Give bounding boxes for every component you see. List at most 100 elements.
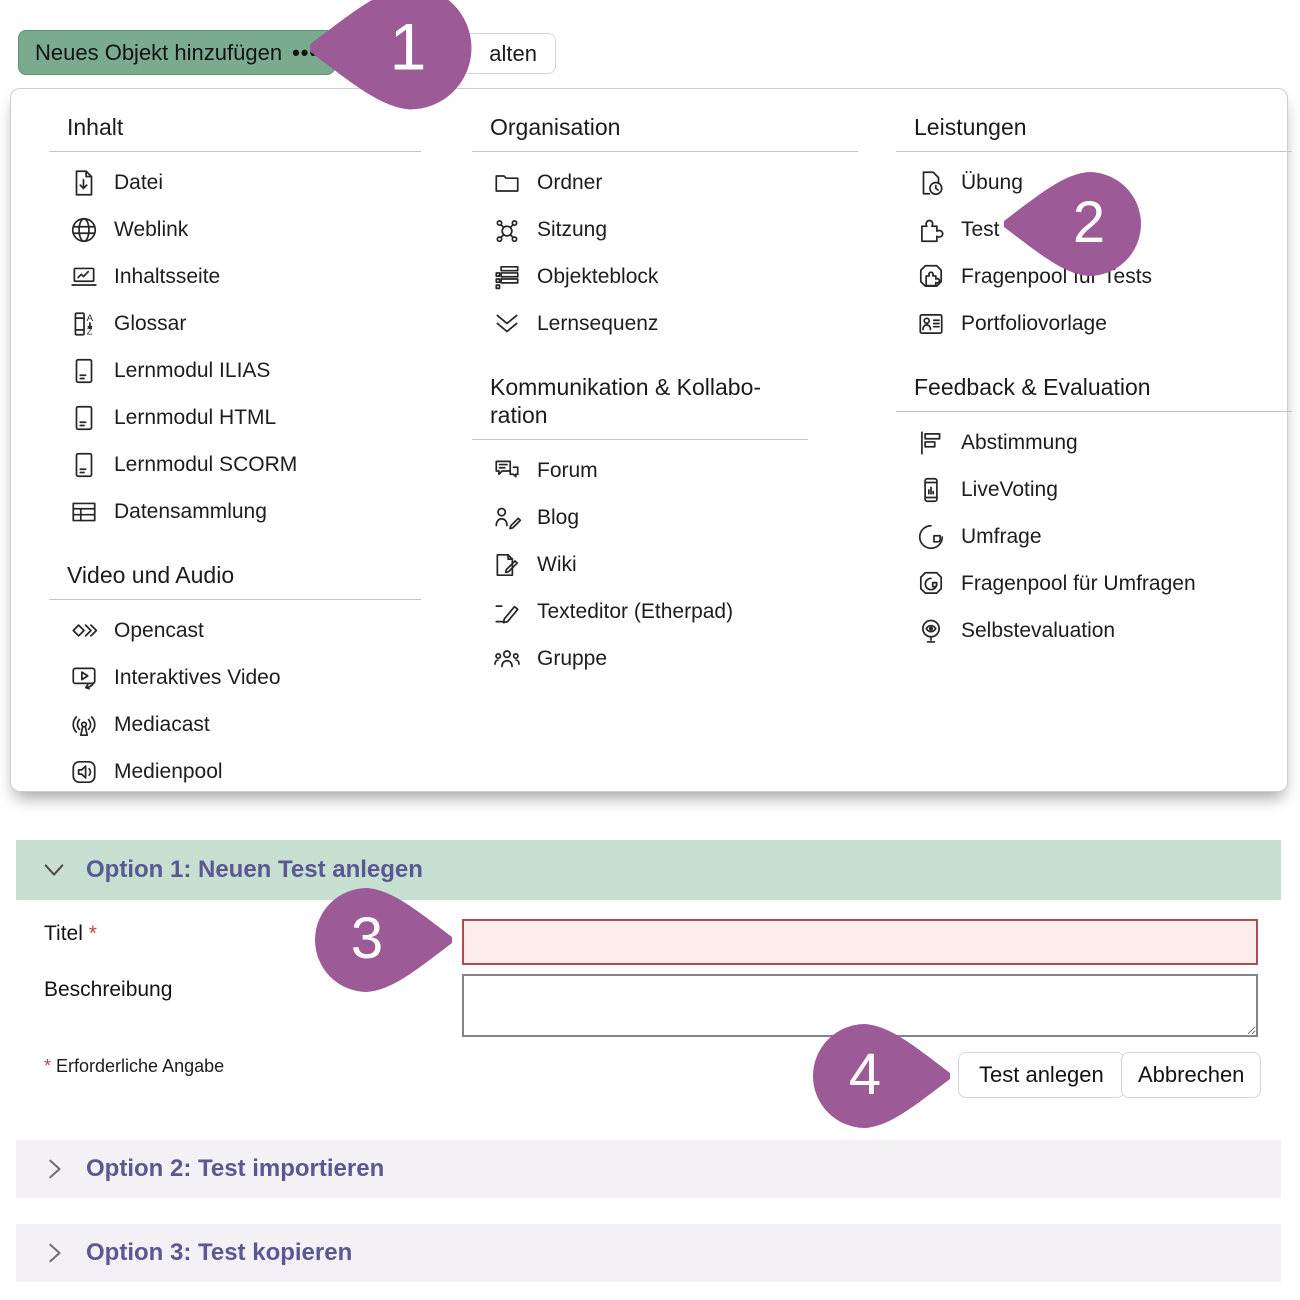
wiki-icon — [492, 550, 522, 580]
chevron-right-icon — [49, 1243, 61, 1263]
chevron-down-icon — [44, 864, 64, 876]
cancel-button[interactable]: Abbrechen — [1121, 1052, 1262, 1098]
chevron-right-icon — [49, 1159, 61, 1179]
accordion-option1-header[interactable]: Option 1: Neuen Test anlegen — [16, 840, 1281, 900]
texteditor-icon — [492, 597, 522, 627]
title-field-label: Titel * — [44, 922, 97, 945]
menu-item-label: Mediacast — [114, 712, 210, 736]
add-object-button[interactable]: Neues Objekt hinzufügen ••• — [18, 30, 336, 75]
menu-item-datei[interactable]: Datei — [69, 159, 421, 206]
accordion-option1-title: Option 1: Neuen Test anlegen — [86, 856, 423, 883]
callout-marker-4: 4 — [810, 1021, 950, 1131]
data-collection-icon — [69, 497, 99, 527]
session-icon — [492, 215, 522, 245]
create-test-button[interactable]: Test anlegen — [958, 1052, 1125, 1098]
menu-item-label: Datei — [114, 170, 164, 194]
menu-item-blog[interactable]: Blog — [492, 494, 858, 541]
menu-item-lernsequenz[interactable]: Lernsequenz — [492, 300, 858, 347]
learning-sequence-icon — [492, 309, 522, 339]
menu-item-forum[interactable]: Forum — [492, 447, 858, 494]
menu-item-inhaltsseite[interactable]: Inhaltsseite — [69, 253, 421, 300]
menu-item-selbstevaluation[interactable]: Selbstevaluation — [916, 607, 1292, 654]
secondary-toolbar-button[interactable]: alten — [368, 33, 556, 74]
menu-item-label: Inhaltsseite — [114, 264, 221, 288]
menu-item-medienpool[interactable]: Medienpool — [69, 748, 421, 795]
menu-item-sitzung[interactable]: Sitzung — [492, 206, 858, 253]
file-icon — [69, 168, 99, 198]
menu-item-texteditor-etherpad[interactable]: Texteditor (Etherpad) — [492, 588, 858, 635]
callout-marker-3: 3 — [312, 885, 452, 995]
required-field-note: * Erforderliche Angabe — [44, 1056, 225, 1076]
accordion-option2-title: Option 2: Test importieren — [86, 1155, 385, 1182]
menu-item-label: Lernmodul ILIAS — [114, 358, 271, 382]
learning-module-icon — [69, 356, 99, 386]
menu-item-label: Übung — [961, 170, 1023, 194]
menu-item-label: Test — [961, 217, 1000, 241]
forum-icon — [492, 456, 522, 486]
menu-item-gruppe[interactable]: Gruppe — [492, 635, 858, 682]
menu-item-label: LiveVoting — [961, 477, 1058, 501]
menu-item-label: Medienpool — [114, 759, 223, 783]
mediacast-icon — [69, 710, 99, 740]
menu-item-ubung[interactable]: Übung — [916, 159, 1292, 206]
description-field-label: Beschreibung — [44, 978, 173, 1001]
menu-section-title: Video und Audio — [49, 561, 421, 601]
survey-icon — [916, 522, 946, 552]
menu-item-umfrage[interactable]: Umfrage — [916, 513, 1292, 560]
test-icon — [916, 215, 946, 245]
required-asterisk: * — [44, 1056, 52, 1076]
content-page-icon — [69, 262, 99, 292]
menu-item-wiki[interactable]: Wiki — [492, 541, 858, 588]
menu-item-fragenpool-fur-tests[interactable]: Fragenpool für Tests — [916, 253, 1292, 300]
menu-item-portfoliovorlage[interactable]: Portfoliovorlage — [916, 300, 1292, 347]
menu-item-label: Fragenpool für Umfragen — [961, 571, 1196, 595]
menu-item-weblink[interactable]: Weblink — [69, 206, 421, 253]
ellipsis-icon: ••• — [292, 39, 319, 65]
description-textarea[interactable] — [462, 974, 1258, 1037]
menu-item-datensammlung[interactable]: Datensammlung — [69, 488, 421, 535]
media-pool-icon — [69, 757, 99, 787]
interactive-video-icon — [69, 663, 99, 693]
menu-item-label: Wiki — [537, 552, 577, 576]
question-pool-survey-icon — [916, 569, 946, 599]
menu-item-label: Datensammlung — [114, 499, 267, 523]
menu-item-lernmodul-html[interactable]: Lernmodul HTML — [69, 394, 421, 441]
object-block-icon — [492, 262, 522, 292]
menu-item-interaktives-video[interactable]: Interaktives Video — [69, 654, 421, 701]
menu-item-opencast[interactable]: Opencast — [69, 607, 421, 654]
menu-item-livevoting[interactable]: LiveVoting — [916, 466, 1292, 513]
menu-section-title: Organisation — [472, 113, 858, 153]
menu-item-lernmodul-scorm[interactable]: Lernmodul SCORM — [69, 441, 421, 488]
folder-icon — [492, 168, 522, 198]
menu-item-label: Glossar — [114, 311, 187, 335]
menu-item-mediacast[interactable]: Mediacast — [69, 701, 421, 748]
menu-item-lernmodul-ilias[interactable]: Lernmodul ILIAS — [69, 347, 421, 394]
menu-item-label: Texteditor (Etherpad) — [537, 599, 734, 623]
menu-item-abstimmung[interactable]: Abstimmung — [916, 419, 1292, 466]
accordion-option2-header[interactable]: Option 2: Test importieren — [16, 1140, 1281, 1198]
exercise-icon — [916, 168, 946, 198]
menu-item-label: Lernmodul SCORM — [114, 452, 298, 476]
menu-item-fragenpool-fur-umfragen[interactable]: Fragenpool für Umfragen — [916, 560, 1292, 607]
accordion-option3-header[interactable]: Option 3: Test kopieren — [16, 1224, 1281, 1282]
menu-item-objekteblock[interactable]: Objekteblock — [492, 253, 858, 300]
accordion-option3-title: Option 3: Test kopieren — [86, 1239, 353, 1266]
learning-module-icon — [69, 403, 99, 433]
menu-item-label: Lernmodul HTML — [114, 405, 277, 429]
menu-item-label: Interaktives Video — [114, 665, 281, 689]
globe-icon — [69, 215, 99, 245]
add-object-button-label: Neues Objekt hinzufügen — [35, 39, 283, 65]
self-evaluation-icon — [916, 616, 946, 646]
menu-item-test[interactable]: Test — [916, 206, 1292, 253]
menu-item-ordner[interactable]: Ordner — [492, 159, 858, 206]
title-input[interactable] — [462, 919, 1258, 965]
